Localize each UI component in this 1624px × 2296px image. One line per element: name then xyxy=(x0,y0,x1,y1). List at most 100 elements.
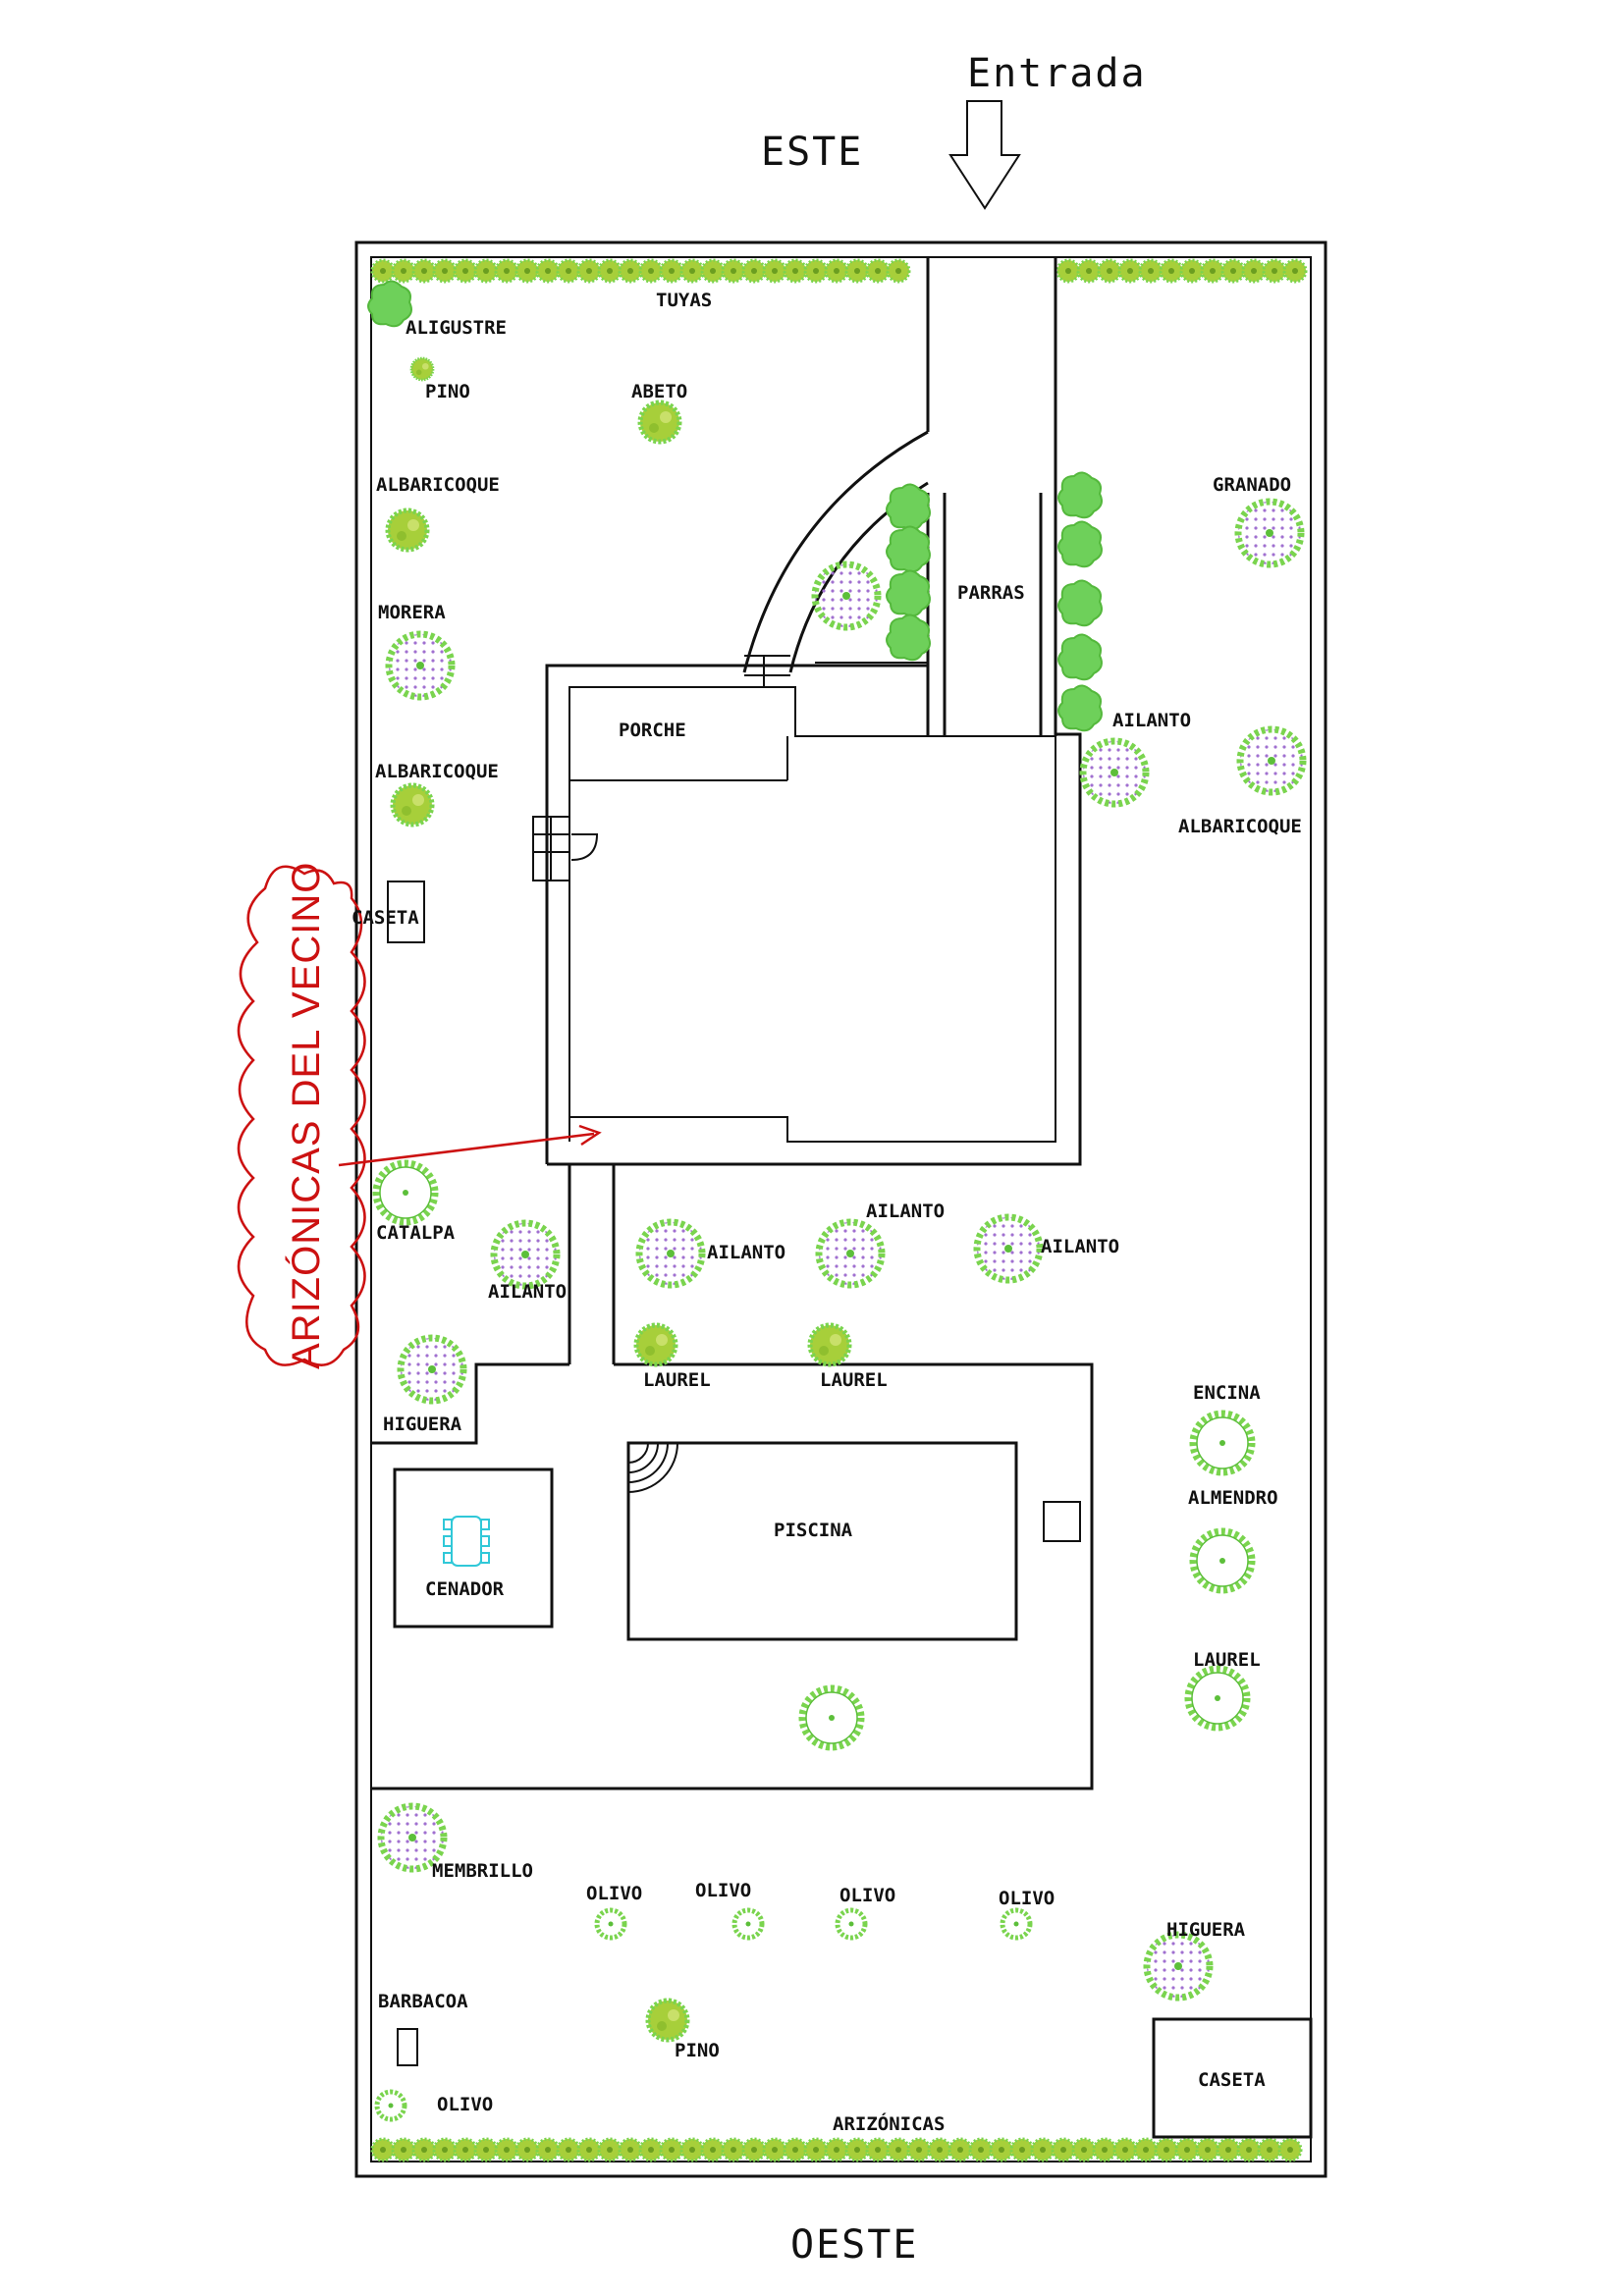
shed-right-label: CASETA xyxy=(1198,2069,1266,2091)
hedge-shrub-icon xyxy=(1030,2137,1056,2163)
entrance-label: Entrada xyxy=(967,51,1147,96)
hedge-shrub-icon xyxy=(1009,2137,1035,2163)
hedge-shrub-icon xyxy=(659,258,684,284)
hedge-shrub-icon xyxy=(1200,258,1225,284)
hedge-shrub-icon xyxy=(886,258,911,284)
hedge-shrub-icon xyxy=(824,258,849,284)
inner-boundary xyxy=(370,256,1312,2163)
hedge-shrub-icon xyxy=(576,258,602,284)
hedge-shrub-icon xyxy=(844,2137,870,2163)
hedge-shrub-icon xyxy=(927,2137,952,2163)
hedge-shrub-icon xyxy=(556,2137,581,2163)
hedge-shrub-icon xyxy=(1097,258,1122,284)
tree-icon xyxy=(1147,1935,1210,1998)
tree-icon xyxy=(648,2001,687,2040)
hedge-shrub-icon xyxy=(556,258,581,284)
tree-icon xyxy=(401,1338,463,1401)
walkway xyxy=(371,1164,1094,1790)
shed-left xyxy=(387,881,425,943)
tree-icon xyxy=(1193,1414,1252,1472)
plant-label: LAUREL xyxy=(643,1369,711,1391)
plant-label: OLIVO xyxy=(695,1880,751,1901)
hedge-shrub-icon xyxy=(597,258,623,284)
plant-label: ALBARICOQUE xyxy=(376,474,500,496)
hedge-shrub-icon xyxy=(514,258,540,284)
hedge-shrub-icon xyxy=(1262,258,1287,284)
plant-label: ALBARICOQUE xyxy=(1178,816,1302,837)
hedge-shrub-icon xyxy=(803,258,829,284)
hedge-shrub-icon xyxy=(411,2137,437,2163)
hedge-shrub-icon xyxy=(1282,258,1308,284)
tree-icon xyxy=(393,785,432,825)
plant-label: ALIGUSTRE xyxy=(406,317,507,339)
plant-label: ABETO xyxy=(631,381,687,402)
hedge-shrub-icon xyxy=(1138,258,1164,284)
top-hedge-label: TUYAS xyxy=(656,290,712,311)
tree-icon xyxy=(597,1910,624,1938)
hedge-shrub-icon xyxy=(741,258,767,284)
hedge-shrub-icon xyxy=(1117,258,1143,284)
tree-icon xyxy=(1188,1669,1247,1728)
hedge-shrub-icon xyxy=(906,2137,932,2163)
hedge-shrub-icon xyxy=(947,2137,973,2163)
hedge-shrub-icon xyxy=(391,258,416,284)
hedge-shrub-icon xyxy=(679,2137,705,2163)
hedge-shrub-icon xyxy=(494,2137,519,2163)
hedge-shrub-icon xyxy=(370,258,396,284)
tree-icon xyxy=(640,402,679,442)
plant-label: OLIVO xyxy=(999,1888,1055,1909)
tree-icon xyxy=(1238,502,1301,564)
hedge-shrub-icon xyxy=(514,2137,540,2163)
hedge-shrub-icon xyxy=(576,2137,602,2163)
gazebo-table-icon xyxy=(443,1516,490,1567)
hedge-shrub-icon xyxy=(824,2137,849,2163)
plant-label: AILANTO xyxy=(1041,1236,1119,1257)
hedge-shrub-icon xyxy=(453,2137,478,2163)
driveway-tree-icon xyxy=(815,564,878,627)
hedge-shrub-icon xyxy=(391,2137,416,2163)
pool-tree-icon xyxy=(802,1688,861,1747)
tree-icon xyxy=(376,1163,435,1222)
tree-icon xyxy=(977,1217,1040,1280)
plant-label: AILANTO xyxy=(1112,710,1191,731)
hedge-shrub-icon xyxy=(865,2137,891,2163)
plant-label: PINO xyxy=(675,2040,720,2061)
tree-icon xyxy=(734,1910,762,1938)
tree-icon xyxy=(389,634,452,697)
gazebo-label: CENADOR xyxy=(425,1578,505,1600)
vines-label: PARRAS xyxy=(957,582,1025,604)
hedge-shrub-icon xyxy=(1257,2137,1282,2163)
neighbor-arrowhead-icon xyxy=(578,1124,602,1147)
top-hedge-right xyxy=(1056,258,1308,284)
tree-icon xyxy=(494,1223,557,1286)
pool-equipment xyxy=(1043,1501,1081,1542)
neighbor-cloud xyxy=(237,865,366,1366)
hedge-shrub-icon xyxy=(638,258,664,284)
hedge-shrub-icon xyxy=(411,258,437,284)
entrance-arrow-icon xyxy=(948,100,1021,210)
hedge-shrub-icon xyxy=(721,2137,746,2163)
hedge-shrub-icon xyxy=(762,258,787,284)
tree-icon xyxy=(1240,729,1303,792)
hedge-shrub-icon xyxy=(1071,2137,1097,2163)
plant-label: ALBARICOQUE xyxy=(375,761,499,782)
hedge-shrub-icon xyxy=(762,2137,787,2163)
plant-label: AILANTO xyxy=(707,1242,785,1263)
hedge-shrub-icon xyxy=(1133,2137,1159,2163)
hedge-shrub-icon xyxy=(1241,258,1267,284)
pool xyxy=(626,1441,1018,1641)
plant-label: GRANADO xyxy=(1213,474,1291,496)
hedge-shrub-icon xyxy=(432,2137,458,2163)
hedge-shrub-icon xyxy=(783,2137,808,2163)
hedge-shrub-icon xyxy=(1051,2137,1076,2163)
plant-label: MORERA xyxy=(378,602,446,623)
hedge-shrub-icon xyxy=(741,2137,767,2163)
shed-right xyxy=(1152,2017,1313,2139)
plant-label: AILANTO xyxy=(488,1281,567,1303)
hedge-shrub-icon xyxy=(1216,2137,1241,2163)
plant-label: PINO xyxy=(425,381,470,402)
top-hedge-left xyxy=(370,258,911,284)
hedge-shrub-icon xyxy=(659,2137,684,2163)
hedge-shrub-icon xyxy=(968,2137,994,2163)
hedge-shrub-icon xyxy=(1154,2137,1179,2163)
